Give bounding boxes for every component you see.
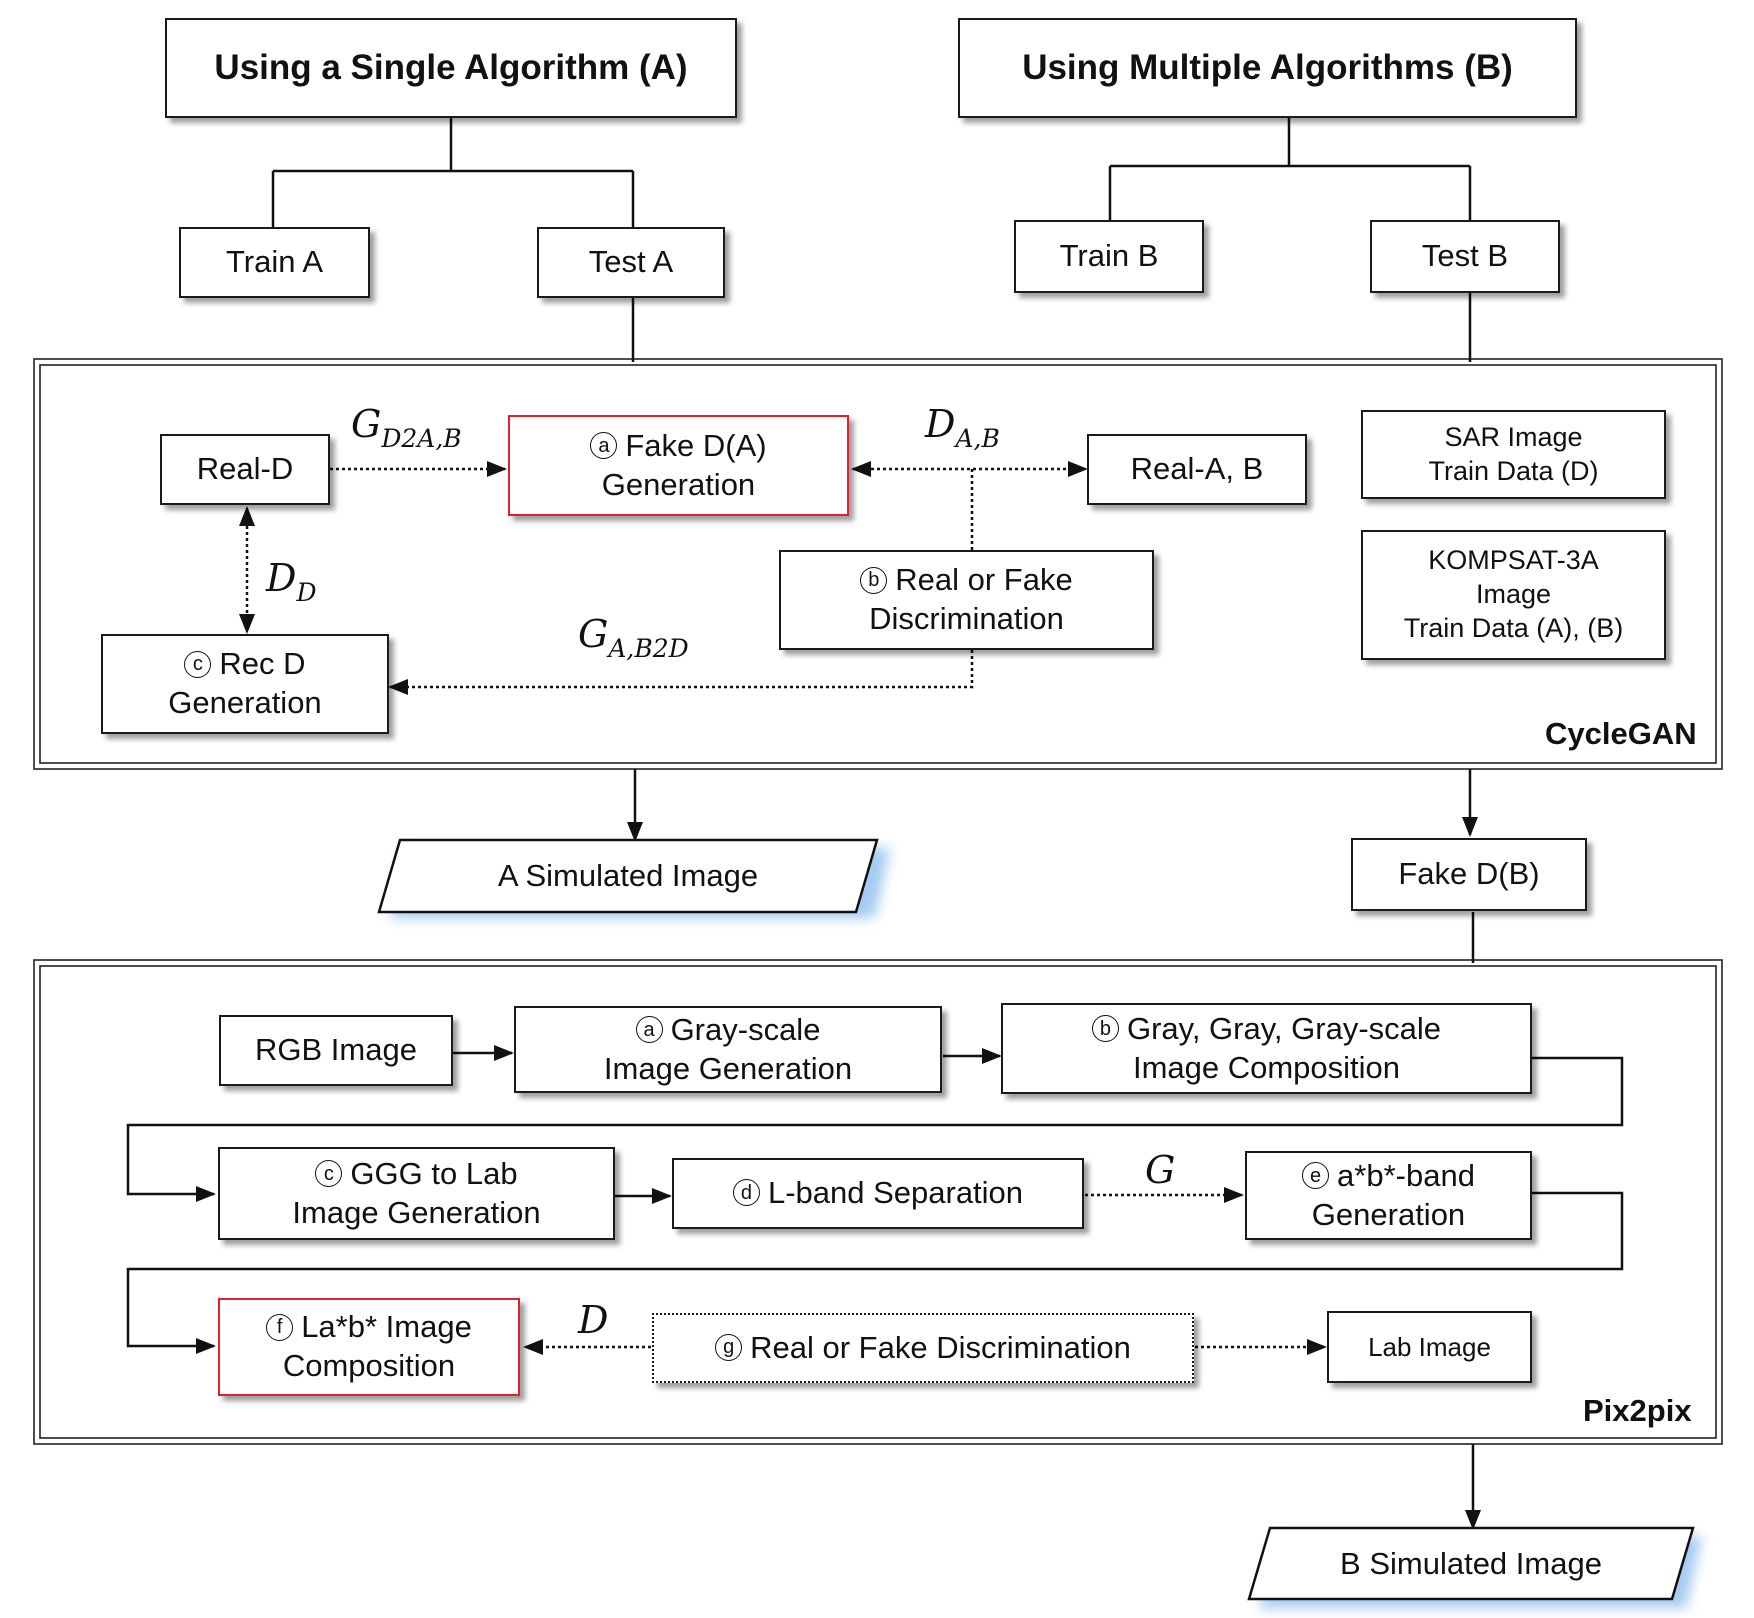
output-connectors xyxy=(627,769,1481,1530)
marker-f-icon: f xyxy=(266,1313,294,1341)
cyclegan-panel-frame xyxy=(33,358,1723,770)
pix2pix-panel-frame xyxy=(33,959,1723,1445)
fake-d-b-box: Fake D(B) xyxy=(1351,838,1587,911)
tree-connectors xyxy=(271,118,1472,362)
d-ab-label: DA,B xyxy=(925,402,1000,453)
real-d-box: Real-D xyxy=(160,434,330,505)
rgb-image-box: RGB Image xyxy=(219,1015,453,1086)
a-simulated-shape xyxy=(377,838,890,918)
marker-e-icon: e xyxy=(1302,1162,1330,1190)
b-simulated-image: B Simulated Image xyxy=(1340,1545,1602,1581)
marker-b-icon: b xyxy=(1091,1015,1119,1043)
g-ab2d-arrow xyxy=(388,650,974,695)
single-algorithm-box: Using a Single Algorithm (A) xyxy=(165,18,737,118)
pix2pix-dotted-connectors xyxy=(523,1187,1327,1355)
marker-c-icon: c xyxy=(184,650,212,678)
kompsat-train-data-box: KOMPSAT-3A Image Train Data (A), (B) xyxy=(1361,530,1666,660)
cyclegan-label: CycleGAN xyxy=(1545,716,1697,751)
marker-c-icon: c xyxy=(315,1160,343,1188)
g-label: G xyxy=(1145,1148,1176,1192)
marker-a-icon: a xyxy=(590,432,618,460)
marker-a-icon: a xyxy=(635,1016,663,1044)
multiple-algorithms-box: Using Multiple Algorithms (B) xyxy=(958,18,1577,118)
pix2pix-label: Pix2pix xyxy=(1583,1393,1692,1428)
cyclegan-connectors xyxy=(239,461,1088,695)
marker-d-icon: d xyxy=(732,1179,760,1207)
train-b-box: Train B xyxy=(1014,220,1204,293)
real-a-b-box: Real-A, B xyxy=(1087,434,1307,505)
sar-train-data-box: SAR Image Train Data (D) xyxy=(1361,410,1666,499)
lab-image-box: Lab Image xyxy=(1327,1311,1532,1383)
marker-g-icon: g xyxy=(715,1333,743,1361)
test-a-box: Test A xyxy=(537,227,725,298)
b-simulated-shape xyxy=(1247,1526,1702,1608)
marker-b-icon: b xyxy=(860,566,888,594)
d-d-label: DD xyxy=(266,556,317,607)
a-simulated-image: A Simulated Image xyxy=(497,858,759,893)
test-b-box: Test B xyxy=(1370,220,1560,293)
d-label: D xyxy=(578,1298,609,1342)
g-d2ab-label: GD2A,B xyxy=(351,402,462,453)
train-a-box: Train A xyxy=(179,227,370,298)
g-ab2d-label: GA,B2D xyxy=(578,612,689,663)
pix2pix-connectors xyxy=(126,1045,1624,1354)
